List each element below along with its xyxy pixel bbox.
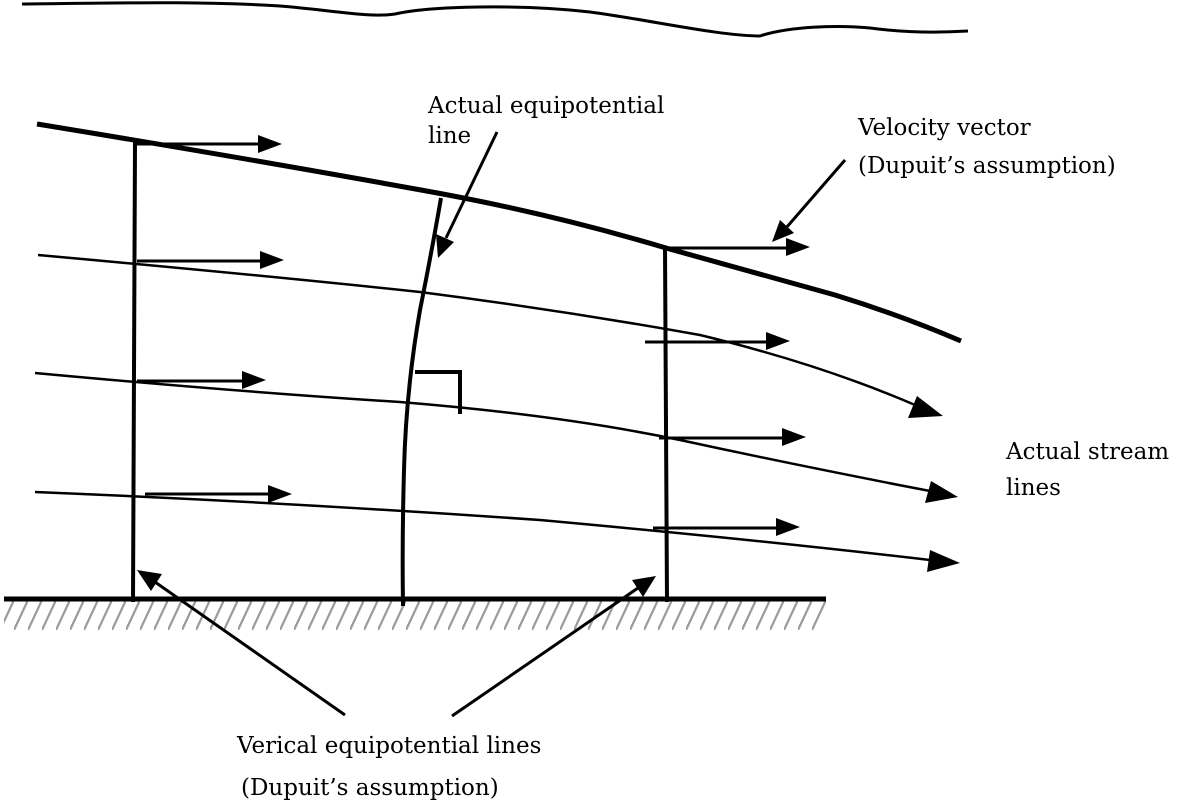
stream-arrowhead-3 [927,550,960,572]
velocity-arrowhead-right-3 [782,428,806,446]
pointer-vertical-equipotential-right-head [632,576,656,597]
vertical-equipotential-left [131,141,137,603]
stream-arrowhead-1 [908,396,943,418]
impermeable-bed-hatch [4,600,826,630]
actual-equipotential-line [400,197,443,607]
velocity-arrowhead-right-4 [776,518,800,536]
vertical-equipotential-label-line1: Verical equipotential lines [237,733,542,759]
stream-line-2 [34,371,931,493]
pointer-velocity-vector-head [772,220,794,242]
velocity-arrowhead-left-2 [260,251,284,269]
actual-stream-lines-label-line2: lines [1006,475,1061,501]
pointer-actual-equipotential [444,131,499,239]
actual-equipotential-label-line2: line [428,123,472,149]
pointer-vertical-equipotential-right [451,586,639,718]
vertical-equipotential-label-line2: (Dupuit’s assumption) [241,775,499,801]
actual-stream-lines-label-line1: Actual stream [1006,439,1170,465]
right-angle-marker [415,370,462,414]
velocity-vector-label-line2: (Dupuit’s assumption) [858,153,1116,179]
actual-equipotential-label-line1: Actual equipotential [428,93,665,119]
stream-arrowhead-2 [925,481,958,503]
pointer-vertical-equipotential-left [154,580,346,717]
velocity-vector-label-line1: Velocity vector [858,115,1031,141]
velocity-arrowhead-right-1 [786,238,810,256]
pointer-vertical-equipotential-left-head [137,570,162,591]
stream-line-3 [34,490,931,562]
pointer-velocity-vector [784,159,847,229]
ground-surface-line [21,1,969,38]
vertical-equipotential-right [663,247,669,603]
velocity-arrowhead-right-2 [766,332,790,350]
velocity-arrowhead-left-1 [258,135,282,153]
velocity-arrowhead-left-4 [268,485,292,503]
velocity-arrowhead-left-3 [242,371,266,389]
stream-line-1 [37,253,916,407]
pointer-actual-equipotential-head [436,234,454,258]
free-surface-line [36,121,962,344]
